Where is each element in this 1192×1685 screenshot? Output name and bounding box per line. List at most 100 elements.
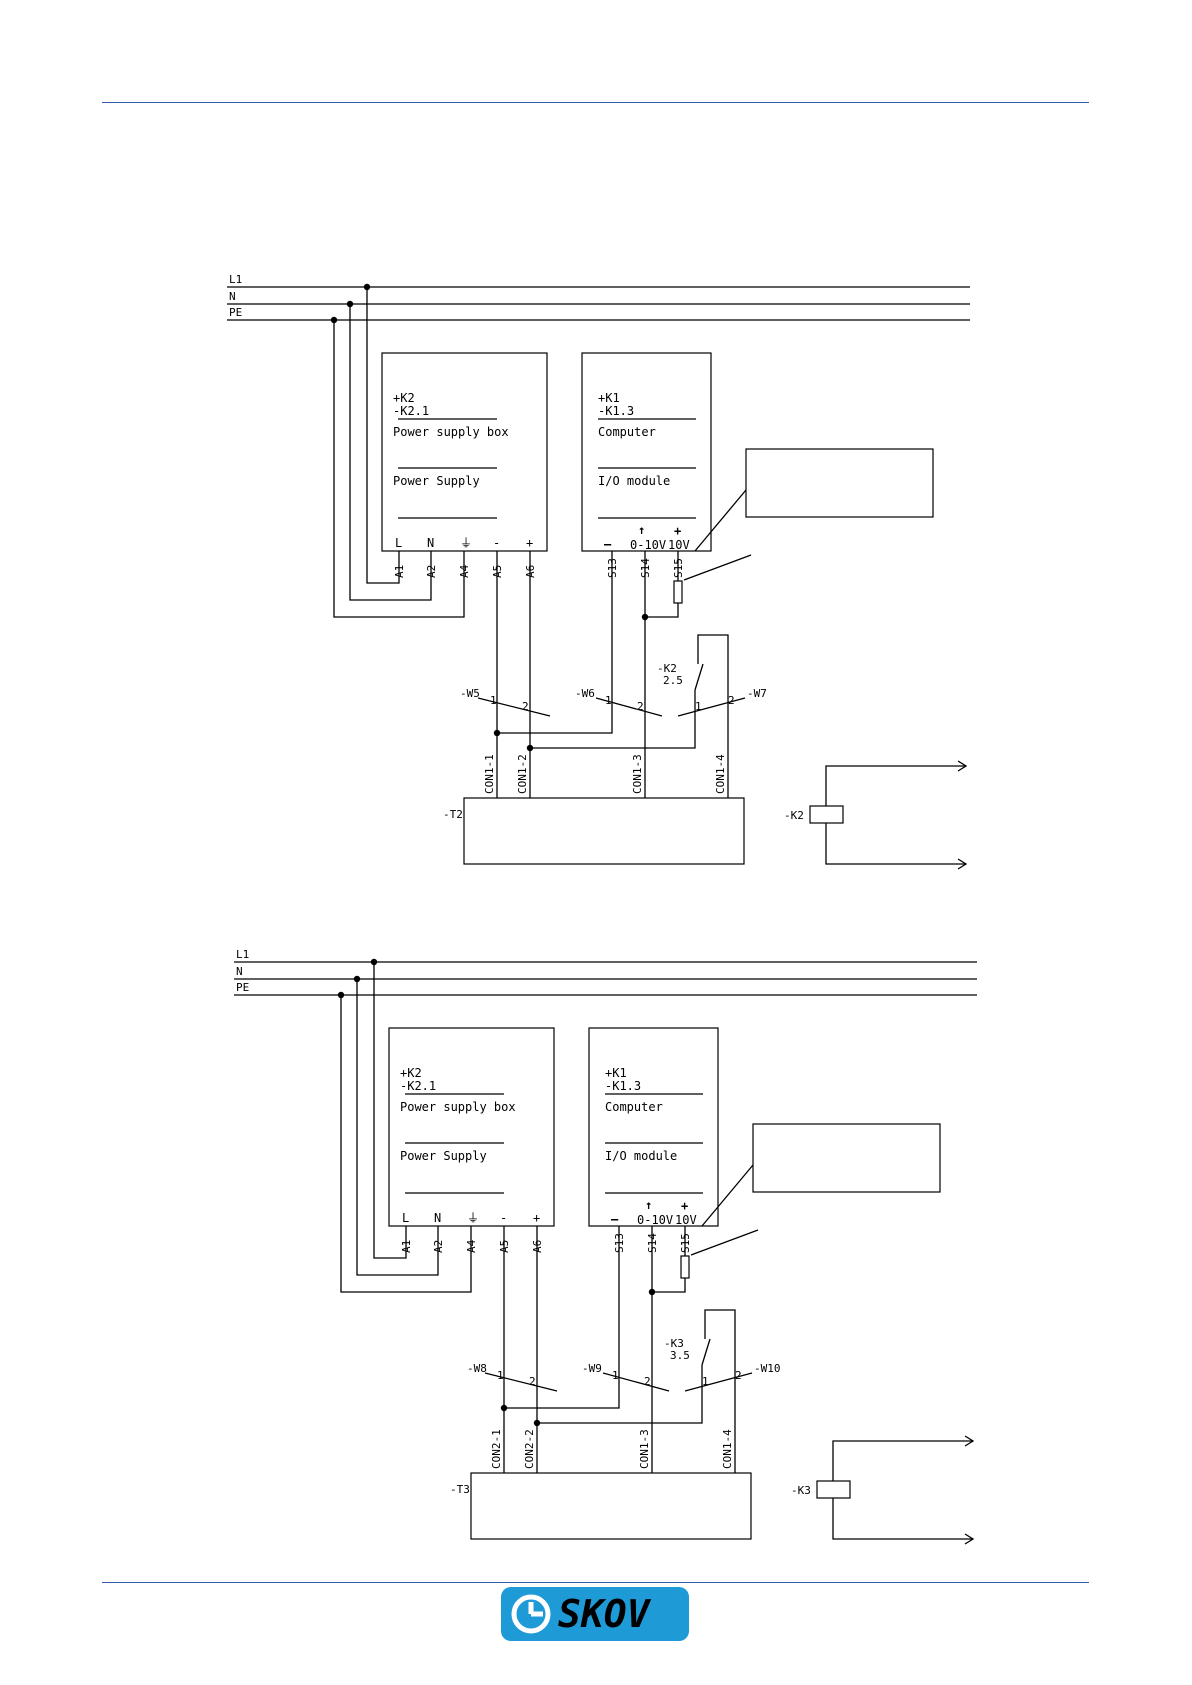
power-supply-box — [381, 352, 548, 552]
connector-label: CON1-3 — [638, 1429, 651, 1469]
computer-title-2: -K1.3 — [598, 404, 634, 418]
logo-mark-icon — [511, 1594, 551, 1634]
potentiometer-icon — [673, 580, 683, 604]
relay-name: -K2 — [657, 662, 677, 675]
cable-mark — [602, 1372, 670, 1392]
cable-mark — [677, 697, 746, 717]
wire-computer-s13 — [504, 1226, 620, 1409]
device-label: -T3 — [450, 1483, 470, 1496]
power-supply-box — [388, 1027, 555, 1227]
psu-terminal-label: + — [526, 536, 533, 550]
wire-pot-return — [645, 603, 679, 618]
computer-label-1: Computer — [605, 1100, 663, 1114]
computer-terminal-minus: — — [611, 1212, 619, 1226]
relay-contact-icon — [701, 1338, 711, 1366]
junction-dot — [330, 316, 338, 324]
logo-text: SKOV — [558, 1592, 652, 1636]
psu-terminal-label: + — [533, 1211, 540, 1225]
connector-label: CON1-3 — [631, 754, 644, 794]
relay-name: -K3 — [664, 1337, 684, 1350]
psu-title-1: +K2 — [400, 1066, 422, 1080]
wire-pe-to-psu — [340, 995, 472, 1293]
computer-box — [588, 1027, 719, 1227]
wire-relay-common — [537, 1365, 703, 1424]
callout-box — [752, 1123, 941, 1193]
cable-core-number: 2 — [522, 700, 529, 713]
device-box — [463, 797, 745, 865]
cable-core-number: 1 — [612, 1369, 619, 1382]
arrow-icon — [964, 1435, 975, 1447]
connector-label: CON1-2 — [516, 754, 529, 794]
cable-core-number: 2 — [529, 1375, 536, 1388]
callout-leader — [694, 489, 747, 552]
coil-wire-top — [825, 765, 966, 806]
junction-dot — [648, 1288, 656, 1296]
computer-box — [581, 352, 712, 552]
computer-terminal-minus: — — [604, 537, 612, 551]
psu-terminal-label: - — [500, 1211, 507, 1225]
connector-label: CON1-4 — [721, 1429, 734, 1469]
callout-leader — [690, 1229, 759, 1256]
computer-terminal-plus: + — [681, 1199, 688, 1213]
relay-sub: 3.5 — [670, 1349, 690, 1362]
computer-terminal-signal: 0-10V — [637, 1213, 673, 1227]
cable-core-number: 1 — [702, 1375, 709, 1388]
psu-label-1: Power supply box — [393, 425, 509, 439]
junction-dot — [370, 958, 378, 966]
relay-sub: 2.5 — [663, 674, 683, 687]
skov-logo: SKOV — [500, 1586, 690, 1642]
computer-label-1: Computer — [598, 425, 656, 439]
supply-line-label-pe: PE — [236, 981, 249, 994]
junction-dot — [337, 991, 345, 999]
psu-terminal-label: ⏚ — [460, 536, 472, 550]
coil-wire-top — [832, 1440, 973, 1481]
junction-dot — [363, 283, 371, 291]
wire-n-to-psu — [349, 304, 432, 601]
cable-core-number: 2 — [728, 694, 735, 707]
cable-core-number: 1 — [605, 694, 612, 707]
supply-line-label-n: N — [229, 290, 236, 303]
computer-terminal-plus: + — [674, 524, 681, 538]
psu-title-2: -K2.1 — [400, 1079, 436, 1093]
cable-mark — [477, 697, 551, 717]
wire-l1-to-psu — [373, 962, 407, 1259]
wire-pot-return — [652, 1278, 686, 1293]
coil-label: -K3 — [791, 1484, 811, 1497]
skov-logo-graphic: SKOV — [501, 1587, 689, 1641]
logo-mark-inner-icon — [528, 1602, 543, 1617]
psu-terminal-label: ⏚ — [467, 1211, 479, 1225]
cable-label: -W9 — [582, 1362, 602, 1375]
psu-terminal-label: - — [493, 536, 500, 550]
computer-title-2: -K1.3 — [605, 1079, 641, 1093]
cable-core-number: 1 — [490, 694, 497, 707]
supply-line-label-pe: PE — [229, 306, 242, 319]
psu-terminal-label: N — [427, 536, 434, 550]
cable-core-number: 1 — [695, 700, 702, 713]
computer-terminal-10v: 10V — [675, 1213, 697, 1227]
computer-title-1: +K1 — [605, 1066, 627, 1080]
cable-label: -W6 — [575, 687, 595, 700]
computer-terminal-signal: 0-10V — [630, 538, 666, 552]
wire-relay-out — [697, 634, 729, 798]
junction-dot — [641, 613, 649, 621]
logo-background — [501, 1587, 689, 1641]
supply-line-label-l1: L1 — [236, 948, 249, 961]
connector-label: CON1-4 — [714, 754, 727, 794]
arrow-icon — [957, 858, 968, 870]
coil-wire-bottom — [832, 1498, 973, 1540]
cable-label: -W10 — [754, 1362, 781, 1375]
coil-label: -K2 — [784, 809, 804, 822]
cable-label: -W5 — [460, 687, 480, 700]
callout-box — [745, 448, 934, 518]
psu-label-2: Power Supply — [393, 474, 480, 488]
computer-label-2: I/O module — [605, 1149, 677, 1163]
supply-line-label-l1: L1 — [229, 273, 242, 286]
wire-relay-out — [704, 1309, 736, 1473]
connector-label: CON2-2 — [523, 1429, 536, 1469]
junction-dot — [353, 975, 361, 983]
wire-n-to-psu — [356, 979, 439, 1276]
cable-label: -W8 — [467, 1362, 487, 1375]
